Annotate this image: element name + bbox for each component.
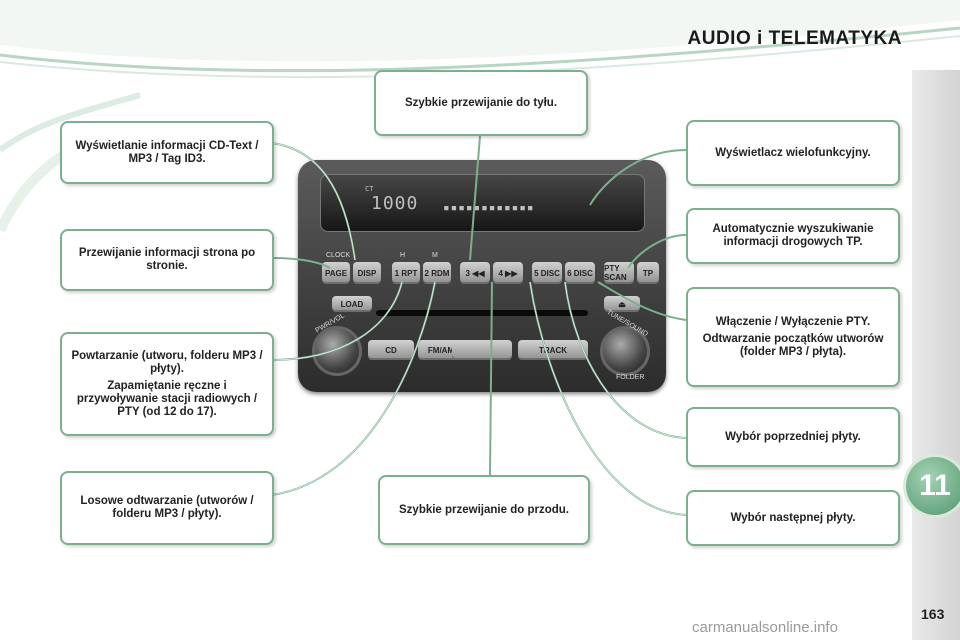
watermark: carmanualsonline.info	[692, 619, 838, 636]
multifunction-display: CT 1000 ▪▪▪▪▪▪▪▪▪▪▪▪	[320, 174, 645, 232]
minute-label: M	[432, 252, 438, 259]
callout-ffwd-text: Szybkie przewijanie do przodu.	[399, 503, 569, 516]
preset-4-ffwd-button[interactable]: 4 ▶▶	[493, 262, 523, 284]
track-button[interactable]: TRACK	[518, 340, 588, 360]
callout-tp: Automatycznie wyszukiwanie informacji dr…	[686, 208, 900, 264]
display-clock: 1000	[371, 193, 419, 214]
callout-prev-disc: Wybór poprzedniej płyty.	[686, 407, 900, 467]
callout-rewind-text: Szybkie przewijanie do tyłu.	[404, 96, 558, 109]
callout-pty: Włączenie / Wyłączenie PTY. Odtwarzanie …	[686, 287, 900, 387]
callout-next-disc: Wybór następnej płyty.	[686, 490, 900, 546]
display-segments: ▪▪▪▪▪▪▪▪▪▪▪▪	[443, 201, 535, 214]
page-number: 163	[921, 606, 945, 622]
blank-button[interactable]	[452, 340, 512, 360]
callout-page-text: Przewijanie informacji strona po stronie…	[78, 247, 256, 272]
callout-tp-text: Automatycznie wyszukiwanie informacji dr…	[712, 223, 874, 248]
callout-rewind: Szybkie przewijanie do tyłu.	[374, 70, 588, 136]
preset-5-disc-button[interactable]: 5 DISC	[532, 262, 562, 284]
callout-pty-text-2: Odtwarzanie początków utworów (folder MP…	[702, 332, 884, 358]
pty-scan-button[interactable]: PTY SCAN	[604, 262, 634, 284]
callout-display: Wyświetlacz wielofunkcyjny.	[686, 120, 900, 186]
callout-rdm-text: Losowe odtwarzanie (utworów / folderu MP…	[80, 495, 254, 520]
callout-page: Przewijanie informacji strona po stronie…	[60, 229, 274, 291]
callout-ffwd: Szybkie przewijanie do przodu.	[378, 475, 590, 545]
cd-slot	[376, 310, 588, 316]
callout-pty-text-1: Włączenie / Wyłączenie PTY.	[715, 315, 871, 328]
callout-rpt-text-1: Powtarzanie (utworu, folderu MP3 / płyty…	[71, 349, 263, 375]
chapter-badge: 11	[906, 457, 960, 515]
clock-label: CLOCK	[326, 252, 351, 259]
side-bar	[912, 70, 960, 640]
page-title: AUDIO i TELEMATYKA	[687, 28, 902, 49]
preset-2-rdm-button[interactable]: 2 RDM	[423, 262, 451, 284]
hour-label: H	[400, 252, 406, 259]
preset-1-rpt-button[interactable]: 1 RPT	[392, 262, 420, 284]
callout-prev-disc-text: Wybór poprzedniej płyty.	[725, 430, 861, 443]
callout-rpt-text-2: Zapamiętanie ręczne i przywoływanie stac…	[76, 379, 258, 418]
load-button[interactable]: LOAD	[332, 296, 372, 312]
callout-rdm: Losowe odtwarzanie (utworów / folderu MP…	[60, 471, 274, 545]
preset-6-disc-button[interactable]: 6 DISC	[565, 262, 595, 284]
callout-disp-text: Wyświetlanie informacji CD-Text / MP3 / …	[75, 139, 259, 165]
folder-label: FOLDER	[616, 374, 645, 381]
tp-button[interactable]: TP	[637, 262, 659, 284]
display-label: CT	[365, 185, 374, 193]
radio-unit: CT 1000 ▪▪▪▪▪▪▪▪▪▪▪▪ CLOCK H M PAGE DISP…	[298, 160, 666, 392]
preset-3-rewind-button[interactable]: 3 ◀◀	[460, 262, 490, 284]
callout-display-text: Wyświetlacz wielofunkcyjny.	[715, 146, 871, 159]
page-button[interactable]: PAGE	[322, 262, 350, 284]
callout-disp: Wyświetlanie informacji CD-Text / MP3 / …	[60, 121, 274, 184]
cd-button[interactable]: CD	[368, 340, 414, 360]
disp-button[interactable]: DISP	[353, 262, 381, 284]
callout-next-disc-text: Wybór następnej płyty.	[730, 511, 856, 524]
callout-rpt: Powtarzanie (utworu, folderu MP3 / płyty…	[60, 332, 274, 436]
